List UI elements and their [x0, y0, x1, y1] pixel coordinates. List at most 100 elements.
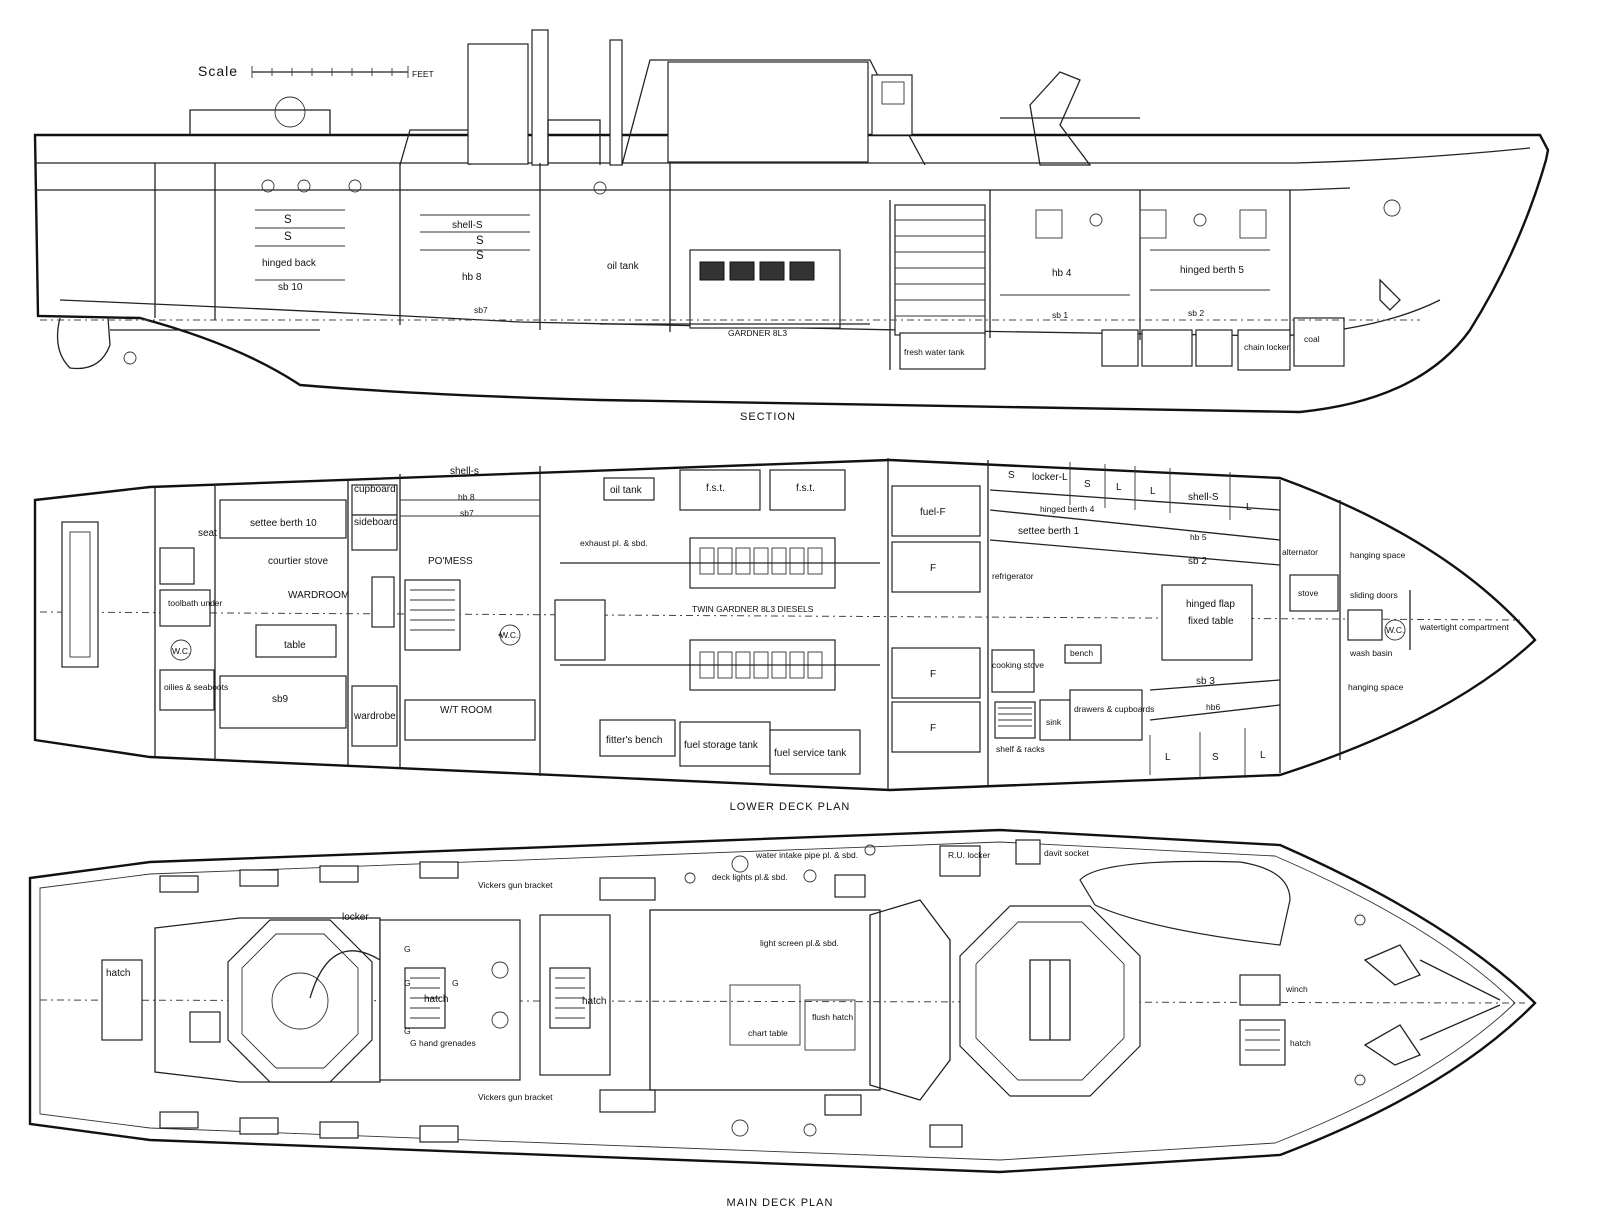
main-label-ru-locker: R.U. locker — [948, 850, 990, 860]
section-label-engine: GARDNER 8L3 — [728, 328, 787, 338]
lower-label-f2: F — [930, 669, 936, 680]
scale-unit: FEET — [412, 69, 434, 79]
section-label-coal: coal — [1304, 334, 1320, 344]
lower-label-fuel-service-tank: fuel service tank — [774, 748, 847, 759]
section-label-oil-tank: oil tank — [607, 261, 640, 272]
section-label-s3: S — [476, 235, 484, 247]
lower-label-bench: bench — [1070, 648, 1093, 658]
main-label-hand-grenades: G hand grenades — [410, 1038, 476, 1048]
main-label-chart-table: chart table — [748, 1028, 788, 1038]
lower-deck-title: LOWER DECK PLAN — [730, 801, 851, 813]
lower-label-shell-s2: shell-S — [1188, 492, 1219, 503]
lower-label-watertight-compartment: watertight compartment — [1419, 622, 1509, 632]
lower-label-f1: F — [930, 563, 936, 574]
main-label-vickers-lower: Vickers gun bracket — [478, 1092, 553, 1102]
main-label-davit-socket: davit socket — [1044, 848, 1090, 858]
section-label-sb-aft: sb 10 — [278, 282, 303, 293]
lower-label-s-c: S — [1212, 752, 1219, 763]
lower-label-shelf-racks: shelf & racks — [996, 744, 1045, 754]
lower-label-l-d: L — [1165, 752, 1171, 763]
section-label-hb4: hb 4 — [1052, 268, 1072, 279]
lower-label-refrigerator: refrigerator — [992, 571, 1034, 581]
main-label-hatch-fwd: hatch — [1290, 1038, 1311, 1048]
main-label-g3: G — [452, 978, 459, 988]
main-label-g1: G — [404, 944, 411, 954]
section-label-s2: S — [284, 231, 292, 243]
lower-label-l-c: L — [1246, 502, 1252, 513]
main-label-flush-hatch: flush hatch — [812, 1012, 853, 1022]
lower-label-alternator: alternator — [1282, 547, 1318, 557]
lower-label-l-e: L — [1260, 750, 1266, 761]
main-label-water-intake: water intake pipe pl. & sbd. — [755, 850, 858, 860]
lower-label-sb7: sb7 — [460, 508, 474, 518]
section-label-chain-locker: chain locker — [1244, 342, 1290, 352]
lower-label-s-b: S — [1084, 479, 1091, 490]
main-label-vickers-upper: Vickers gun bracket — [478, 880, 553, 890]
lower-label-oil-tank: oil tank — [610, 485, 643, 496]
lower-label-sb2: sb 2 — [1188, 556, 1207, 567]
lower-label-fuel-storage-tank: fuel storage tank — [684, 740, 759, 751]
lower-label-stove: stove — [1298, 588, 1319, 598]
main-label-deck-lights: deck lights pl.& sbd. — [712, 872, 788, 882]
lower-label-wc3: W.C. — [1386, 625, 1404, 635]
lower-label-fst2: f.s.t. — [796, 483, 815, 494]
lower-label-cupboard: cupboard — [354, 484, 396, 495]
lower-label-table: table — [284, 640, 306, 651]
lower-label-hanging-space-2: hanging space — [1348, 682, 1404, 692]
lower-label-l-b: L — [1150, 486, 1156, 497]
lower-label-sideboard: sideboard — [354, 517, 398, 528]
lower-label-wc1: W.C. — [172, 646, 190, 656]
aft-gun-tub — [227, 919, 373, 1083]
scale-label: Scale — [198, 63, 238, 79]
section-label-sb2: sb 2 — [1188, 308, 1204, 318]
section-label-hinged-back: hinged back — [262, 258, 317, 269]
main-deck-title: MAIN DECK PLAN — [727, 1197, 834, 1209]
lower-label-oilies-seaboots: oilies & seaboots — [164, 682, 228, 692]
lower-label-courtier-stove: courtier stove — [268, 556, 328, 567]
main-deck-hull-outline — [28, 828, 1537, 1174]
lower-label-drawers-cupboards: drawers & cupboards — [1074, 704, 1154, 714]
lower-label-cooking-stove: cooking stove — [992, 660, 1044, 670]
lower-label-hinged-flap: hinged flap — [1186, 599, 1235, 610]
main-label-light-screen: light screen pl.& sbd. — [760, 938, 839, 948]
lower-label-fuel-f: fuel-F — [920, 507, 946, 518]
lower-label-wt-room: W/T ROOM — [440, 705, 492, 716]
lower-label-twin-gardner: TWIN GARDNER 8L3 DIESELS — [692, 604, 814, 614]
lower-label-toolbath-under: toolbath under — [168, 598, 223, 608]
lower-label-wash-basin: wash basin — [1349, 648, 1393, 658]
lower-label-l-a: L — [1116, 482, 1122, 493]
lower-label-shell-s: shell-s — [450, 466, 479, 477]
scale-bar: Scale FEET — [198, 63, 434, 79]
section-label-shell-s: shell-S — [452, 220, 483, 231]
lower-deck-plan: W.C. W.C. W.C. shell-s hb 8 sb7 cupboard… — [33, 458, 1537, 813]
main-label-g2: G — [404, 978, 411, 988]
main-label-hatch-mid2: hatch — [582, 996, 606, 1007]
main-label-hatch-mid: hatch — [424, 994, 448, 1005]
lower-label-sb9: sb9 — [272, 694, 289, 705]
main-label-g4: G — [404, 1026, 411, 1036]
lower-label-sb3: sb 3 — [1196, 676, 1215, 687]
lower-label-hb5: hb 5 — [1190, 532, 1207, 542]
lower-label-locker-l: locker-L — [1032, 472, 1068, 483]
lower-label-wardrobe: wardrobe — [353, 711, 396, 722]
lower-label-po-mess: PO'MESS — [428, 556, 473, 567]
lower-label-hinged-berth-4: hinged berth 4 — [1040, 504, 1095, 514]
lower-label-wardroom: WARDROOM — [288, 590, 349, 601]
section-label-hb8: hb 8 — [462, 272, 482, 283]
section-label-s1: S — [284, 214, 292, 226]
section-label-s4: S — [476, 250, 484, 262]
lower-label-seat: seat — [198, 528, 217, 539]
lower-label-s-a: S — [1008, 470, 1015, 481]
lower-label-settee-berth-10: settee berth 10 — [250, 518, 317, 529]
lower-label-exhaust: exhaust pl. & sbd. — [580, 538, 648, 548]
lower-label-fitters-bench: fitter's bench — [606, 735, 662, 746]
main-label-hatch-aft: hatch — [106, 968, 130, 979]
lower-label-f3: F — [930, 723, 936, 734]
section-view: S S hinged back sb 10 shell-S S S hb 8 s… — [33, 29, 1550, 423]
main-label-winch: winch — [1285, 984, 1308, 994]
section-label-hinged-berth-5: hinged berth 5 — [1180, 265, 1244, 276]
lower-label-sliding-doors: sliding doors — [1350, 590, 1398, 600]
lower-label-settee-berth-1: settee berth 1 — [1018, 526, 1080, 537]
section-title: SECTION — [740, 411, 796, 423]
